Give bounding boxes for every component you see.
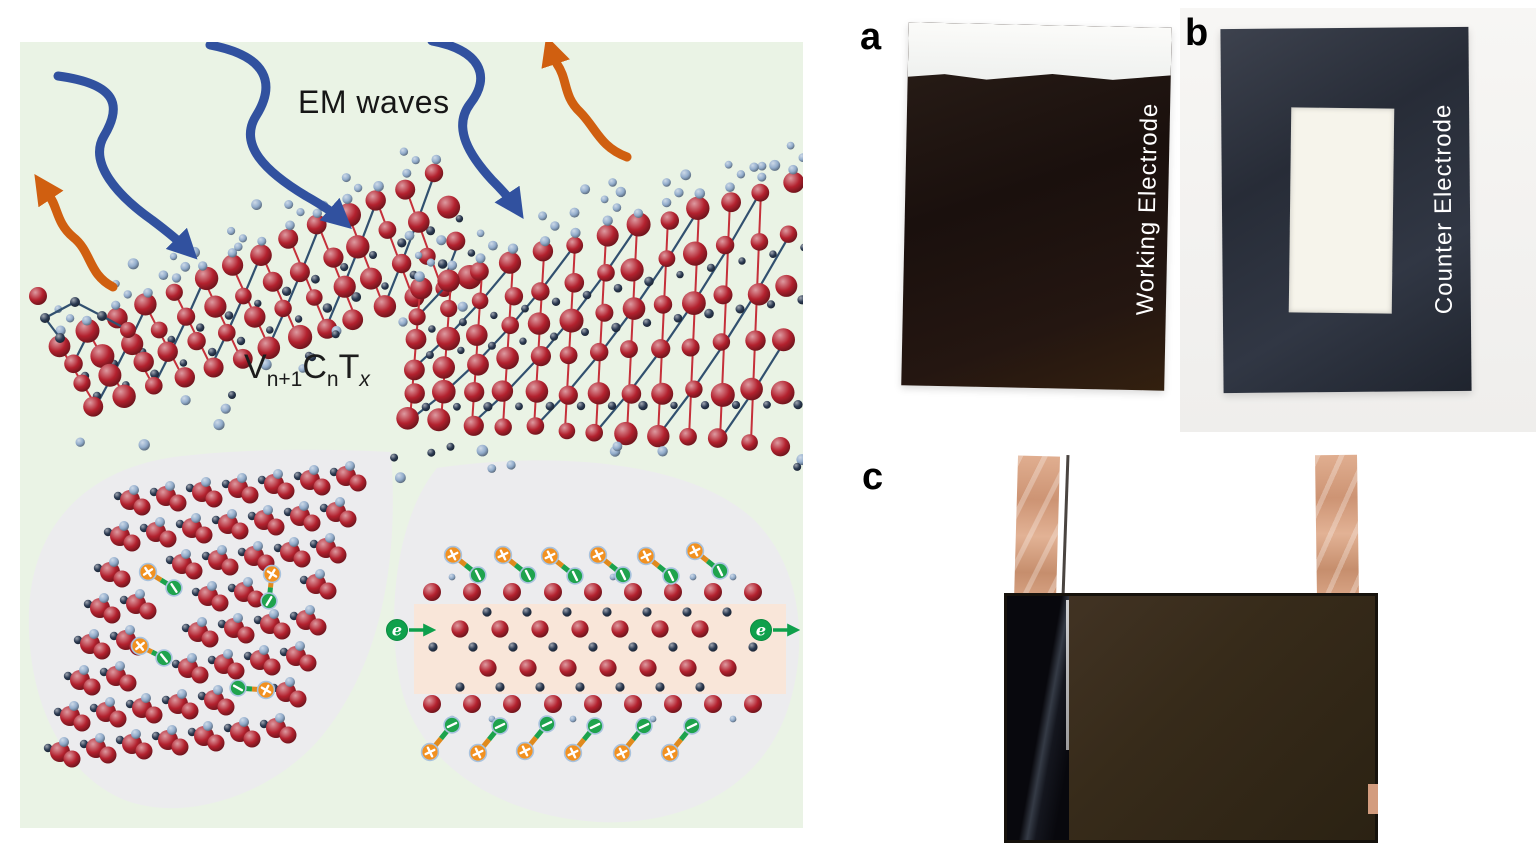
- silver-wire: [1061, 454, 1070, 598]
- left-zoom-blob: [28, 449, 393, 809]
- em-waves-label: EM waves: [298, 84, 450, 120]
- svg-text:e: e: [756, 621, 766, 640]
- em-wave-arrows: [34, 42, 632, 292]
- mxene-lattice-side-view: [423, 573, 762, 723]
- incident-em-wave-arrow: [427, 42, 524, 219]
- incident-em-wave-arrow: [53, 71, 198, 260]
- dipole-icon: [612, 717, 653, 763]
- working-electrode-label: Working Electrode: [1131, 102, 1164, 316]
- formula-part-sub3: x: [358, 368, 371, 391]
- reflected-em-wave-arrow: [541, 42, 632, 162]
- reflected-em-wave-arrow: [34, 174, 118, 292]
- copper-tape-left: [1013, 455, 1061, 603]
- formula-part-base1: V: [244, 348, 267, 386]
- right-mxene-flake: [390, 141, 803, 484]
- separator-window: [1288, 107, 1395, 314]
- dipole-icon: [563, 717, 604, 763]
- copper-tab-icon: [1368, 784, 1378, 814]
- incident-em-wave-arrow: [205, 42, 352, 229]
- dipole-icon: [138, 562, 183, 597]
- mxene-formula: Vn+1CnTx: [244, 348, 371, 391]
- counter-electrode-plate: Counter Electrode: [1220, 26, 1472, 394]
- counter-electrode-label: Counter Electrode: [1429, 103, 1458, 315]
- dipole-icon: [685, 541, 729, 580]
- copper-tape-right: [1315, 454, 1359, 599]
- working-electrode-plate: Working Electrode: [901, 22, 1172, 391]
- assembled-device: [1004, 593, 1378, 843]
- dipole-icon: [420, 716, 461, 762]
- panel-label-b: b: [1185, 12, 1209, 54]
- formula-part-sub1: n+1: [267, 368, 303, 391]
- electron-out-symbol: e: [750, 619, 801, 641]
- dipole-icon: [229, 679, 276, 700]
- panel-label-c: c: [862, 456, 884, 498]
- formula-part-base3: T: [339, 348, 360, 386]
- glass-slide-edge: [908, 22, 1172, 85]
- dipole-icon: [588, 545, 632, 584]
- device-glass-edge: [1007, 596, 1069, 840]
- dipole-icon: [540, 546, 584, 585]
- mxene-lattice-top-view: [43, 461, 367, 768]
- silver-wire-inner: [1066, 600, 1069, 750]
- flake-fragment: [29, 287, 136, 343]
- dipole-icon: [636, 546, 680, 585]
- dipole-icon: [515, 715, 556, 761]
- dipole-icon: [493, 545, 537, 584]
- dipole-icon: [130, 636, 173, 667]
- formula-part-base2: C: [302, 348, 327, 386]
- electron-in-symbol: e: [386, 619, 437, 641]
- svg-text:e: e: [392, 621, 402, 640]
- dipole-icon: [260, 564, 282, 610]
- left-mxene-flake: [48, 147, 482, 451]
- dipole-icon: [660, 717, 701, 763]
- formula-part-sub2: n: [327, 368, 339, 391]
- dipole-icon: [443, 545, 487, 584]
- panel-label-a: a: [860, 16, 882, 58]
- dipole-icon: [468, 717, 509, 763]
